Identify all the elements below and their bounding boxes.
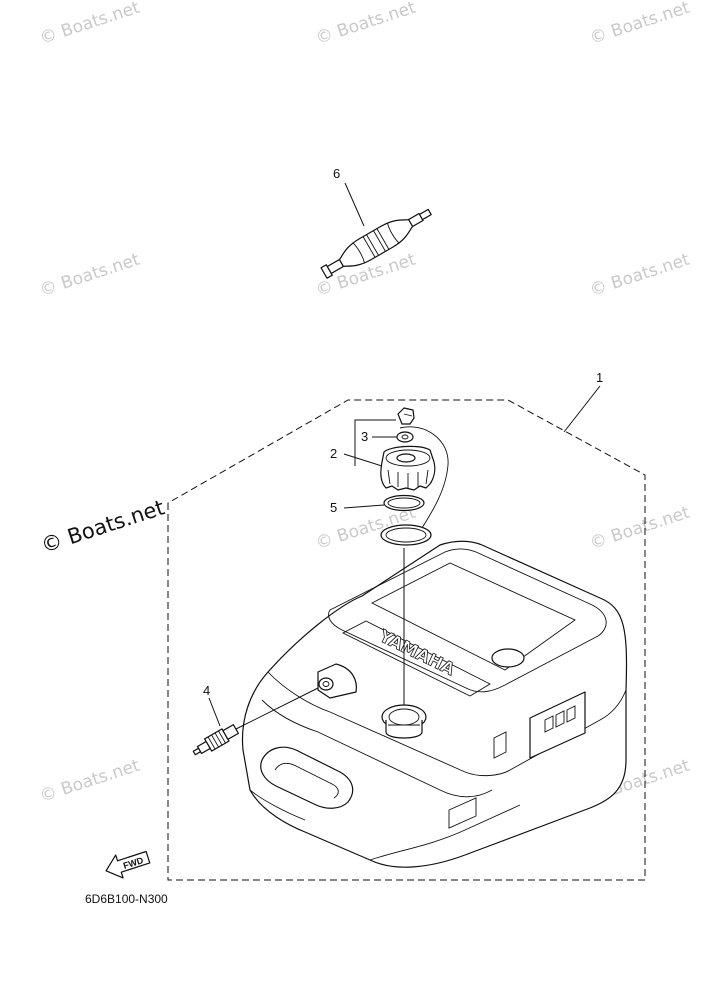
fuel-tank[interactable]: YAMAHA xyxy=(241,540,628,868)
watermark: © Boats.net xyxy=(313,0,418,49)
callout-3: 3 xyxy=(361,429,368,444)
watermark: © Boats.net xyxy=(37,756,142,807)
leader-line xyxy=(343,453,383,467)
callout-6: 6 xyxy=(333,166,340,181)
leader-line xyxy=(343,504,385,509)
watermark: © Boats.net xyxy=(37,0,142,49)
diagram-reference-code: 6D6B100-N300 xyxy=(85,892,168,906)
fuel-tank-assembly-boundary: 1 xyxy=(167,370,646,881)
leader-line xyxy=(563,385,601,433)
callout-4: 4 xyxy=(203,683,210,698)
callout-2: 2 xyxy=(330,446,337,461)
watermark: © Boats.net xyxy=(587,0,692,49)
callout-5: 5 xyxy=(330,500,337,515)
leader-line xyxy=(344,182,365,227)
watermark: © Boats.net xyxy=(587,503,692,554)
watermark: © Boats.net xyxy=(37,250,142,301)
vent-screw-part[interactable]: 3 xyxy=(361,407,415,444)
callout-1: 1 xyxy=(596,370,603,385)
watermark-featured: © Boats.net xyxy=(38,495,167,557)
fuel-cap-part[interactable]: 2 xyxy=(330,419,449,529)
gasket-part[interactable]: 5 xyxy=(330,494,432,706)
leader-line xyxy=(208,697,221,727)
watermark: © Boats.net xyxy=(587,250,692,301)
primer-bulb-part[interactable]: 6 xyxy=(318,166,436,283)
fuel-connector-part[interactable]: 4 xyxy=(191,683,319,759)
forward-direction-arrow: FWD xyxy=(105,850,151,879)
